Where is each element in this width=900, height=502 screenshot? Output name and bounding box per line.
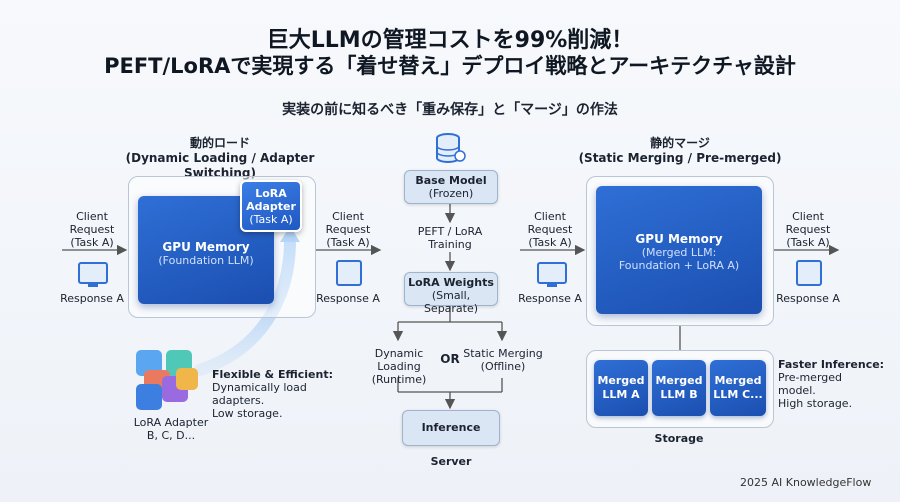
left-client-request: Client Request (Task A) (62, 210, 122, 249)
base-model-label: Base Model (415, 174, 487, 187)
adapters-label-line: B, C, D... (146, 429, 196, 442)
database-icon (434, 132, 466, 166)
adapters-label-line: LoRA Adapter (133, 416, 209, 429)
main-title-line2: PEFT/LoRAで実現する「着せ替え」デプロイ戦略とアーキテクチャ設計 (104, 54, 796, 78)
adapter-stack-icon (136, 350, 202, 412)
cr-line: Client (792, 210, 824, 223)
monitor-icon (78, 262, 108, 287)
merged-llm-b: Merged LLM B (652, 360, 706, 416)
gpu-label: GPU Memory (635, 232, 723, 246)
base-model-sub: (Frozen) (428, 187, 474, 200)
cr-line: Client (332, 210, 364, 223)
left-response-in: Response A (60, 292, 124, 305)
gpu-label: GPU Memory (162, 240, 250, 254)
cr-line: Client (76, 210, 108, 223)
gpu-sublabel: Foundation + LoRA A) (618, 259, 740, 272)
cr-line: (Task A) (786, 236, 830, 249)
left-response-out: Response A (316, 292, 380, 305)
left-heading-ja: 動的ロード (189, 136, 250, 150)
merged-line: Merged (714, 374, 762, 387)
document-icon (796, 260, 822, 286)
merged-line: LLM B (660, 388, 698, 401)
inference-server-box: Inference Server (402, 410, 500, 468)
dynamic-line: (Runtime) (371, 373, 427, 386)
faster-line: High storage. (778, 397, 853, 410)
faster-note: Faster Inference: Pre-merged model. High… (778, 358, 888, 410)
cr-line: Request (69, 223, 115, 236)
main-title: 巨大LLMの管理コストを99%削減！ (266, 28, 634, 53)
cr-line: Request (785, 223, 831, 236)
right-client-request-out: Client Request (Task A) (778, 210, 838, 249)
subtitle: 実装の前に知るべき「重み保存」と「マージ」の作法 (282, 102, 618, 118)
adapters-label: LoRA Adapter B, C, D... (126, 416, 216, 442)
faster-line: Pre-merged (778, 371, 843, 384)
lora-weights-box: LoRA Weights (Small, Separate) (404, 272, 498, 315)
faster-title: Faster Inference: (778, 358, 885, 371)
merged-llm-a: Merged LLM A (594, 360, 648, 416)
cr-line: Request (527, 223, 573, 236)
left-heading: 動的ロード (Dynamic Loading / Adapter Switchi… (100, 136, 340, 181)
cr-line: (Task A) (70, 236, 114, 249)
cr-line: Client (534, 210, 566, 223)
right-gpu-memory: GPU Memory (Merged LLM: Foundation + LoR… (596, 186, 762, 314)
training-label: PEFT / LoRA Training (400, 225, 500, 251)
right-response-out: Response A (776, 292, 840, 305)
merged-line: LLM A (602, 388, 640, 401)
lora-weights-label: LoRA Weights (408, 276, 494, 289)
adapter-line: LoRA (255, 187, 287, 200)
flexible-line: Low storage. (212, 407, 283, 420)
right-heading-en: (Static Merging / Pre-merged) (578, 151, 782, 165)
training-line: Training (428, 238, 472, 251)
adapter-line: Adapter (246, 200, 296, 213)
cr-line: (Task A) (528, 236, 572, 249)
merged-line: Merged (655, 374, 703, 387)
cr-line: (Task A) (326, 236, 370, 249)
right-response-in: Response A (518, 292, 582, 305)
right-client-request: Client Request (Task A) (520, 210, 580, 249)
gpu-sublabel: (Merged LLM: (641, 246, 717, 259)
merged-llm-c: Merged LLM C... (710, 360, 766, 416)
flexible-note: Flexible & Efficient: Dynamically load a… (212, 368, 362, 420)
static-line: Static Merging (463, 347, 543, 360)
right-heading: 静的マージ (Static Merging / Pre-merged) (560, 136, 800, 166)
merged-line: LLM C... (713, 388, 763, 401)
lora-weights-sub: (Small, Separate) (423, 289, 479, 315)
lora-adapter-task-a: LoRA Adapter (Task A) (240, 180, 302, 232)
adapter-line: (Task A) (249, 213, 293, 226)
gpu-sublabel: (Foundation LLM) (158, 254, 254, 267)
cr-line: Request (325, 223, 371, 236)
base-model-box: Base Model (Frozen) (404, 170, 498, 204)
footer-credit: 2025 AI KnowledgeFlow (740, 476, 872, 489)
or-label: OR (440, 352, 460, 366)
document-icon (336, 260, 362, 286)
left-client-request-out: Client Request (Task A) (318, 210, 378, 249)
dynamic-loading-label: Dynamic Loading (Runtime) (352, 347, 446, 386)
faster-line: model. (778, 384, 816, 397)
right-heading-ja: 静的マージ (650, 136, 710, 150)
training-line: PEFT / LoRA (417, 225, 483, 238)
static-merging-label: Static Merging (Offline) (456, 347, 550, 373)
dynamic-line: Dynamic Loading (374, 347, 424, 373)
static-line: (Offline) (480, 360, 526, 373)
merged-line: Merged (597, 374, 645, 387)
flexible-title: Flexible & Efficient: (212, 368, 333, 381)
storage-label: Storage (654, 432, 704, 445)
flexible-line: Dynamically load adapters. (212, 381, 307, 407)
monitor-icon (537, 262, 567, 287)
